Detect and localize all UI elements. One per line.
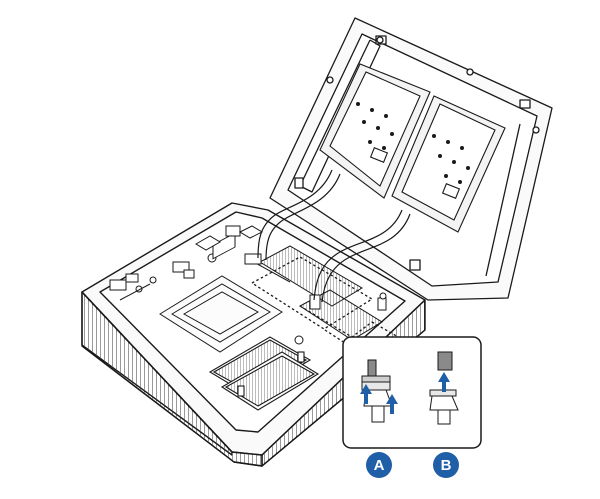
memory-modules (208, 336, 320, 411)
callout-b-label: B (441, 457, 452, 474)
cpu-area (159, 275, 283, 353)
callout-a-label: A (374, 457, 385, 474)
sata-cable-2 (313, 209, 403, 301)
callout-a: A (366, 452, 392, 478)
step-a-connector (361, 359, 393, 423)
up-arrow-icon (360, 384, 398, 414)
inset-detail (342, 336, 482, 449)
m2-slot (258, 245, 363, 307)
up-arrow-icon (438, 372, 450, 392)
step-b-connector (429, 351, 459, 425)
sata-cables (257, 169, 411, 303)
io-component (212, 232, 236, 260)
motherboard (109, 225, 304, 353)
sata-port (244, 253, 262, 265)
callout-b: B (433, 452, 459, 478)
drive-bay-2 (391, 95, 506, 233)
sata-connector-area (244, 245, 387, 341)
sata-cable-1 (257, 169, 333, 259)
drive-bay-1 (319, 63, 431, 199)
